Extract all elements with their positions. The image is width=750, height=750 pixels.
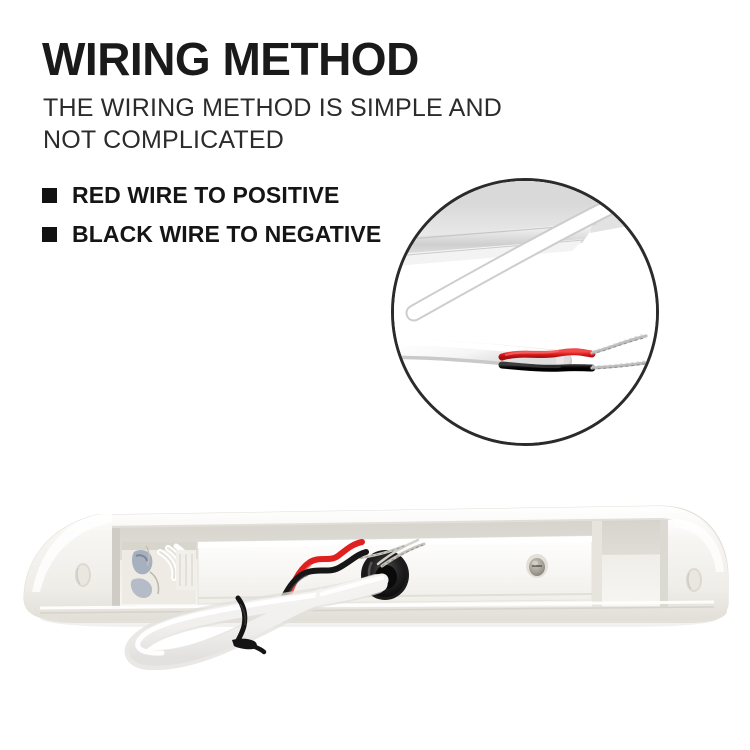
mounting-hole-right-inner	[688, 570, 700, 590]
cover-screw	[526, 554, 548, 578]
housing-top-bevel	[96, 506, 725, 568]
strand-core-upper	[590, 334, 648, 355]
power-cable	[124, 573, 389, 670]
wire-closeup-illustration	[394, 181, 656, 443]
electronics-recess-shadow	[122, 542, 196, 550]
bullet-label: RED WIRE TO POSITIVE	[72, 181, 340, 208]
jumper-wire-1-shade	[159, 551, 176, 579]
cavity-wall-left	[112, 528, 120, 608]
capacitor-component	[130, 578, 153, 598]
mounting-hole-left-inner	[77, 565, 89, 585]
bottom-lip-groove	[39, 606, 715, 614]
square-bullet-icon	[42, 226, 57, 242]
cable-tie-tail	[250, 643, 267, 655]
strand-tip-upper-texture	[381, 544, 424, 567]
wire-closeup-circle	[391, 178, 659, 446]
red-wire	[498, 348, 596, 361]
strand-texture-lower-2	[591, 359, 651, 367]
page-title: WIRING METHOD	[42, 33, 419, 85]
bottom-lip	[34, 606, 727, 623]
cable-body	[129, 576, 388, 666]
bullet-label: BLACK WIRE TO NEGATIVE	[72, 220, 382, 247]
wiring-instruction-list: RED WIRE TO POSITIVE BLACK WIRE TO NEGAT…	[42, 180, 381, 258]
strand-tip-upper-2	[376, 538, 420, 566]
screw-highlight	[532, 560, 538, 566]
strand-texture-lower	[591, 362, 651, 370]
red-wire-strand-tip	[590, 333, 648, 355]
left-end-cap	[24, 514, 112, 620]
cavity-wall-right-b	[660, 520, 668, 607]
subtitle-line-2: NOT COMPLICATED	[43, 126, 284, 154]
page-subtitle: THE WIRING METHOD IS SIMPLE AND NOT COMP…	[43, 92, 502, 156]
terminal-block-slots	[179, 554, 193, 586]
black-wire	[275, 549, 369, 611]
mounting-hole-right-shade	[687, 572, 692, 590]
cavity-wall-right-a	[592, 521, 602, 607]
cable-second-pass-highlight	[319, 575, 385, 597]
strand-tip-upper	[380, 542, 426, 568]
subtitle-line-1: THE WIRING METHOD IS SIMPLE AND	[43, 94, 503, 122]
strand-tips	[358, 538, 426, 568]
inductor-winding	[135, 554, 148, 562]
black-wire	[498, 361, 596, 372]
cable-body-edge	[128, 576, 388, 667]
strand-tip-cross-texture	[359, 545, 405, 559]
component-lead-a	[149, 571, 160, 595]
cable-tie-head	[232, 638, 257, 650]
product-photo	[0, 480, 750, 670]
bottom-lip-highlight	[39, 600, 715, 610]
cable-tie	[232, 595, 267, 655]
black-wire-highlight	[507, 363, 561, 369]
component-lead-b	[145, 545, 150, 567]
square-bullet-icon	[42, 187, 57, 203]
internal-electronics	[122, 542, 196, 604]
mounting-hole-left-shade	[76, 567, 81, 585]
list-item: BLACK WIRE TO NEGATIVE	[42, 219, 381, 249]
driver-cover-plate-top-edge	[198, 536, 592, 548]
led-light-bar-illustration	[0, 480, 750, 670]
red-wire-highlight	[505, 350, 559, 356]
right-end-cap-highlight	[674, 519, 724, 572]
stripped-cable	[394, 333, 654, 372]
list-item: RED WIRE TO POSITIVE	[42, 180, 381, 210]
cable-tie-highlight	[239, 603, 246, 626]
left-end-cap-highlight	[32, 514, 112, 592]
